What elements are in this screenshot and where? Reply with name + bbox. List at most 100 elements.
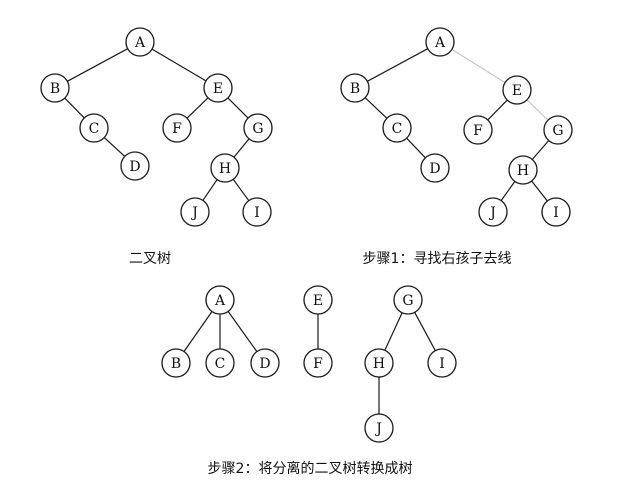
node-label-J: J [488, 205, 496, 221]
removed-edge-A-E [451, 48, 506, 84]
node-B: B [40, 73, 70, 103]
edge-E-F [186, 97, 209, 119]
node-circle-J [364, 413, 394, 443]
node-label-J: J [374, 421, 382, 437]
node-circle-E [203, 73, 233, 103]
node-label-G: G [252, 121, 263, 137]
node-label-I: I [254, 205, 260, 221]
node-D: D [250, 348, 280, 378]
node-circle-I [242, 197, 272, 227]
node-E: E [303, 285, 333, 315]
node-A: A [125, 27, 155, 57]
node-circle-G [543, 115, 573, 145]
node-circle-D [250, 348, 280, 378]
caption-binary-tree: 二叉树 [129, 251, 171, 267]
node-D: D [120, 151, 150, 181]
node-A: A [425, 27, 455, 57]
node-I: I [242, 197, 272, 227]
edge-E-F [487, 99, 508, 121]
node-label-D: D [129, 159, 140, 175]
node-circle-A [205, 285, 235, 315]
edge-A-B [67, 48, 128, 82]
edge-A-D [227, 311, 258, 352]
node-circle-G [393, 285, 423, 315]
step1-diagram: A B C D E F G H I J [340, 27, 573, 227]
node-J: J [364, 413, 394, 443]
caption-step1: 步骤1：寻找右孩子去线 [363, 251, 512, 267]
node-circle-H [508, 155, 538, 185]
node-circle-I [541, 197, 571, 227]
node-B: B [340, 73, 370, 103]
node-label-F: F [473, 123, 483, 139]
node-label-I: I [553, 205, 559, 221]
node-circle-J [478, 197, 508, 227]
node-G: G [243, 113, 273, 143]
edge-E-G [227, 97, 249, 119]
edge-H-I [531, 180, 548, 202]
node-circle-A [125, 27, 155, 57]
node-label-A: A [434, 35, 446, 51]
node-circle-B [340, 73, 370, 103]
node-I: I [427, 348, 457, 378]
edge-G-H [531, 140, 550, 160]
node-circle-D [420, 153, 450, 183]
node-G: G [543, 115, 573, 145]
node-H: H [364, 348, 394, 378]
node-label-E: E [512, 83, 522, 99]
edge-A-B [367, 48, 428, 82]
node-label-A: A [134, 35, 146, 51]
node-circle-G [243, 113, 273, 143]
edge-H-J [500, 181, 516, 201]
node-circle-B [40, 73, 70, 103]
node-circle-D [120, 151, 150, 181]
node-E: E [203, 73, 233, 103]
node-label-E: E [213, 81, 223, 97]
node-label-B: B [350, 81, 360, 97]
node-label-D: D [429, 161, 440, 177]
node-F: F [303, 348, 333, 378]
node-circle-C [382, 113, 412, 143]
edge-H-J [202, 179, 218, 201]
node-label-F: F [313, 356, 323, 372]
edge-B-C [64, 97, 85, 119]
node-circle-I [427, 348, 457, 378]
node-I: I [541, 197, 571, 227]
node-label-H: H [517, 163, 529, 179]
node-circle-B [161, 348, 191, 378]
node-D: D [420, 153, 450, 183]
node-label-C: C [89, 121, 100, 137]
node-label-D: D [259, 356, 270, 372]
node-H: H [210, 153, 240, 183]
edge-C-D [406, 137, 426, 159]
node-H: H [508, 155, 538, 185]
node-circle-J [180, 197, 210, 227]
node-A: A [205, 285, 235, 315]
node-label-F: F [172, 121, 182, 137]
node-C: C [79, 113, 109, 143]
node-F: F [162, 113, 192, 143]
edge-H-I [232, 178, 250, 202]
edge-G-I [414, 312, 436, 351]
node-label-A: A [214, 293, 226, 309]
node-F: F [463, 115, 493, 145]
node-circle-A [425, 27, 455, 57]
node-circle-F [303, 348, 333, 378]
node-label-C: C [392, 121, 403, 137]
edge-G-H [233, 138, 250, 158]
node-circle-C [79, 113, 109, 143]
node-circle-H [210, 153, 240, 183]
node-circle-F [162, 113, 192, 143]
node-circle-C [205, 348, 235, 378]
removed-edge-E-G [526, 99, 549, 121]
node-C: C [382, 113, 412, 143]
caption-step2: 步骤2：将分离的二叉树转换成树 [208, 460, 413, 477]
node-label-E: E [313, 293, 323, 309]
edge-B-C [364, 97, 388, 119]
node-label-H: H [373, 356, 385, 372]
node-J: J [478, 197, 508, 227]
node-circle-F [463, 115, 493, 145]
node-circle-H [364, 348, 394, 378]
node-B: B [161, 348, 191, 378]
